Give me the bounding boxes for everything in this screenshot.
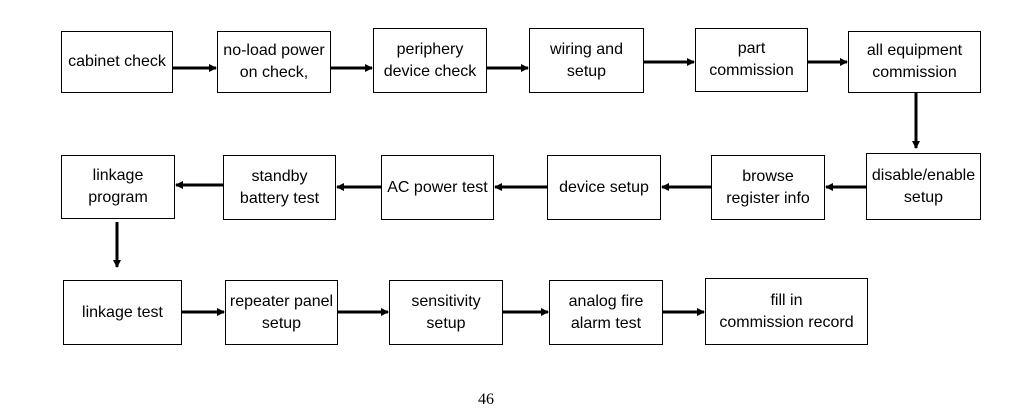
- step-label: AC power test: [387, 178, 488, 196]
- step-label: all equipment commission: [866, 42, 963, 81]
- step-label: repeater panel setup: [229, 292, 334, 332]
- step-ac-power-test: AC power test: [381, 155, 494, 220]
- step-label: standby battery test: [239, 167, 320, 207]
- step-wiring-and-setup: wiring and setup: [529, 28, 644, 93]
- step-label: periphery device check: [383, 40, 477, 80]
- step-standby-battery-test: standby battery test: [223, 155, 336, 220]
- step-disable-enable-setup: disable/enable setup: [866, 153, 981, 220]
- step-repeater-panel-setup: repeater panel setup: [225, 280, 338, 345]
- step-linkage-program: linkage program: [61, 155, 175, 219]
- step-label: device setup: [559, 178, 649, 196]
- step-browse-register-info: browse register info: [711, 155, 825, 220]
- step-sensitivity-setup: sensitivity setup: [389, 280, 503, 345]
- step-part-commission: part commission: [695, 28, 808, 92]
- step-device-setup: device setup: [547, 155, 661, 220]
- step-label: wiring and setup: [550, 40, 623, 80]
- step-label: analog fire alarm test: [568, 292, 644, 332]
- step-periphery-device-check: periphery device check: [373, 28, 487, 93]
- step-label: part commission: [709, 40, 794, 79]
- step-no-load-power-on-check: no-load power on check,: [217, 31, 331, 93]
- step-label: linkage test: [82, 303, 163, 321]
- step-analog-fire-alarm-test: analog fire alarm test: [549, 280, 663, 345]
- step-label: fill in commission record: [719, 291, 854, 331]
- page-number: 46: [478, 391, 494, 408]
- step-fill-in-commission-record: fill in commission record: [705, 278, 868, 345]
- step-label: sensitivity setup: [411, 292, 481, 332]
- step-label: cabinet check: [68, 53, 166, 70]
- step-all-equipment-commission: all equipment commission: [848, 31, 981, 93]
- step-label: disable/enable setup: [871, 166, 976, 206]
- step-linkage-test: linkage test: [63, 280, 182, 345]
- step-label: browse register info: [726, 167, 810, 207]
- step-label: no-load power on check,: [223, 42, 325, 81]
- step-cabinet-check: cabinet check: [61, 31, 173, 93]
- step-label: linkage program: [88, 167, 148, 206]
